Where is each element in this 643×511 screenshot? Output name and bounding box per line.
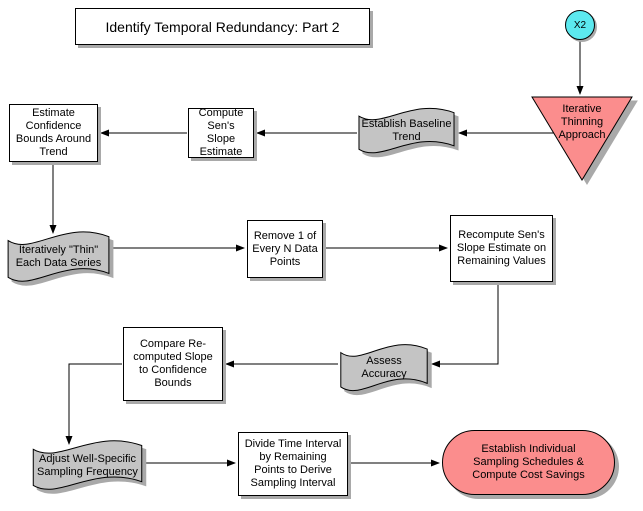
node-label: Recompute Sen's Slope Estimate on Remain… (456, 229, 547, 267)
node-compare-slope[interactable]: Compare Re-computed Slope to Confidence … (123, 327, 223, 401)
node-remove-points[interactable]: Remove 1 of Every N Data Points (247, 220, 323, 278)
connector-recompute-to-assess (431, 283, 499, 368)
node-iteratively-thin[interactable]: Iteratively "Thin" Each Data Series (6, 227, 111, 287)
connector-compare-to-adjust (65, 363, 122, 445)
node-x2-label: X2 (573, 19, 587, 31)
node-label: Compute Sen's Slope Estimate (198, 107, 244, 158)
node-assess-accuracy[interactable]: Assess Accuracy (339, 340, 429, 396)
node-label: Compare Re-computed Slope to Confidence … (133, 338, 213, 389)
node-label: Estimate Confidence Bounds Around Trend (15, 107, 92, 158)
node-establish-baseline[interactable]: Establish Baseline Trend (357, 104, 456, 158)
wave-shape (6, 227, 111, 287)
node-label: Remove 1 of Every N Data Points (252, 229, 318, 268)
node-compute-sens-slope[interactable]: Compute Sen's Slope Estimate (188, 107, 254, 158)
node-x2[interactable]: X2 (565, 10, 595, 40)
node-establish-schedules[interactable]: Establish Individual Sampling Schedules … (442, 430, 615, 495)
node-iterative-thinning[interactable]: Iterative Thinning Approach (531, 96, 633, 181)
node-estimate-confidence[interactable]: Estimate Confidence Bounds Around Trend (9, 104, 98, 162)
node-adjust-frequency[interactable]: Adjust Well-Specific Sampling Frequency (31, 436, 144, 495)
wave-shape (31, 436, 144, 495)
inverted-triangle-shape (531, 96, 633, 181)
diagram-title-box[interactable]: Identify Temporal Redundancy: Part 2 (75, 8, 370, 45)
node-label: Establish Individual Sampling Schedules … (472, 443, 585, 481)
node-divide-interval[interactable]: Divide Time Interval by Remaining Points… (238, 432, 348, 496)
wave-shape (357, 104, 456, 158)
node-label: Divide Time Interval by Remaining Points… (244, 438, 342, 489)
node-recompute-sens[interactable]: Recompute Sen's Slope Estimate on Remain… (450, 215, 553, 282)
wave-shape (339, 340, 429, 396)
diagram-title: Identify Temporal Redundancy: Part 2 (105, 18, 340, 35)
